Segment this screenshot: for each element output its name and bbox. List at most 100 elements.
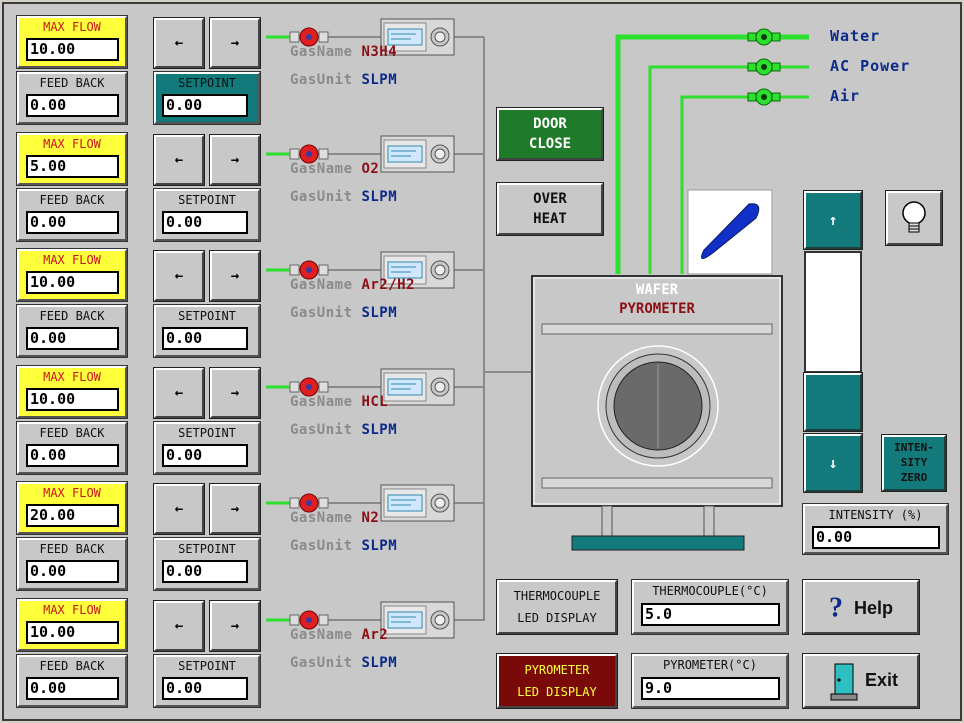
- max-flow-input[interactable]: 5.00: [26, 155, 119, 178]
- arrow-left-icon: ←: [174, 152, 184, 168]
- setpoint-decrease-button[interactable]: ←: [153, 250, 205, 302]
- setpoint-input[interactable]: 0.00: [162, 444, 248, 467]
- exit-label: Exit: [865, 670, 899, 690]
- setpoint-increase-button[interactable]: →: [209, 367, 261, 419]
- feedback-panel: FEED BACK 0.00: [16, 304, 128, 358]
- max-flow-input[interactable]: 10.00: [26, 388, 119, 411]
- gas-unit-text: GasUnit SLPM: [290, 189, 397, 205]
- arrow-down-icon: ↓: [828, 454, 838, 472]
- gas-name-value: Ar2: [361, 627, 389, 643]
- intensity-zero-button[interactable]: INTEN- SITY ZERO: [881, 434, 947, 492]
- feedback-value: 0.00: [26, 677, 119, 700]
- setpoint-input[interactable]: 0.00: [162, 211, 248, 234]
- intensity-panel: INTENSITY (%) 0.00: [802, 503, 949, 555]
- gas-name-value: HCL: [361, 394, 389, 410]
- setpoint-decrease-button[interactable]: ←: [153, 600, 205, 652]
- setpoint-input[interactable]: 0.00: [162, 677, 248, 700]
- setpoint-decrease-button[interactable]: ←: [153, 134, 205, 186]
- mass-flow-controller-icon: [380, 484, 455, 522]
- over-heat-line1: OVER: [533, 191, 567, 207]
- piping-diagram: [483, 28, 809, 621]
- lamp-button[interactable]: [885, 190, 943, 246]
- help-icon: ?: [828, 592, 843, 624]
- help-button[interactable]: ? Help: [802, 579, 920, 635]
- intensity-up-button[interactable]: ↑: [803, 190, 863, 250]
- setpoint-panel: SETPOINT 0.00: [153, 421, 261, 475]
- arrow-left-icon: ←: [174, 268, 184, 284]
- intensity-slider-thumb[interactable]: [803, 372, 863, 432]
- gas-unit-key: GasUnit: [290, 72, 353, 88]
- feedback-label: FEED BACK: [39, 426, 105, 440]
- gas-unit-value: SLPM: [361, 189, 398, 205]
- arrow-left-icon: ←: [174, 35, 184, 51]
- gas-unit-key: GasUnit: [290, 422, 353, 438]
- arrow-left-icon: ←: [174, 385, 184, 401]
- setpoint-decrease-button[interactable]: ←: [153, 367, 205, 419]
- setpoint-increase-button[interactable]: →: [209, 600, 261, 652]
- pyrometer-value: 9.0: [641, 677, 780, 700]
- exit-button[interactable]: Exit: [802, 653, 920, 709]
- feedback-panel: FEED BACK 0.00: [16, 654, 128, 708]
- setpoint-input[interactable]: 0.00: [162, 94, 248, 117]
- pyrometer-led-line1: PYROMETER: [524, 663, 590, 677]
- feedback-panel: FEED BACK 0.00: [16, 188, 128, 242]
- gas-name-value: O2: [361, 161, 380, 177]
- intensity-slider-track[interactable]: [804, 251, 862, 373]
- feedback-label: FEED BACK: [39, 193, 105, 207]
- max-flow-label: MAX FLOW: [43, 603, 101, 617]
- valve-icon: [289, 260, 329, 280]
- feedback-panel: FEED BACK 0.00: [16, 71, 128, 125]
- setpoint-decrease-button[interactable]: ←: [153, 17, 205, 69]
- gas-name-key: GasName: [290, 161, 353, 177]
- max-flow-panel: MAX FLOW 10.00: [16, 248, 128, 302]
- arrow-right-icon: →: [230, 501, 240, 517]
- wafer-label: WAFER: [635, 282, 679, 298]
- max-flow-input[interactable]: 10.00: [26, 621, 119, 644]
- setpoint-panel: SETPOINT 0.00: [153, 188, 261, 242]
- setpoint-increase-button[interactable]: →: [209, 134, 261, 186]
- setpoint-input[interactable]: 0.00: [162, 327, 248, 350]
- max-flow-input[interactable]: 10.00: [26, 271, 119, 294]
- setpoint-label: SETPOINT: [178, 659, 236, 673]
- thermocouple-led-display-button[interactable]: THERMOCOUPLE LED DISPLAY: [496, 579, 618, 635]
- max-flow-input[interactable]: 10.00: [26, 38, 119, 61]
- gas-unit-text: GasUnit SLPM: [290, 538, 397, 554]
- pyrometer-label: PYROMETER: [619, 301, 695, 317]
- mass-flow-controller-icon: [380, 601, 455, 639]
- pyrometer-led-line2: LED DISPLAY: [517, 685, 597, 699]
- gas-name-text: GasName O2: [290, 161, 379, 177]
- setpoint-increase-button[interactable]: →: [209, 250, 261, 302]
- valve-icon: [289, 144, 329, 164]
- mass-flow-controller-icon: [380, 18, 455, 56]
- arrow-left-icon: ←: [174, 618, 184, 634]
- max-flow-panel: MAX FLOW 10.00: [16, 365, 128, 419]
- gas-name-key: GasName: [290, 627, 353, 643]
- intensity-down-button[interactable]: ↓: [803, 433, 863, 493]
- arrow-right-icon: →: [230, 35, 240, 51]
- gas-unit-key: GasUnit: [290, 305, 353, 321]
- door-close-line1: DOOR: [533, 116, 567, 132]
- arrow-up-icon: ↑: [828, 211, 838, 229]
- valve-icon: [289, 377, 329, 397]
- gas-line: [266, 135, 484, 173]
- max-flow-label: MAX FLOW: [43, 20, 101, 34]
- fan-icon: [687, 189, 773, 275]
- setpoint-label: SETPOINT: [178, 426, 236, 440]
- intensity-zero-line3: ZERO: [900, 471, 928, 484]
- pyrometer-led-display-button[interactable]: PYROMETER LED DISPLAY: [496, 653, 618, 709]
- door-close-button[interactable]: DOOR CLOSE: [496, 107, 604, 161]
- valve-icon: [289, 27, 329, 47]
- setpoint-increase-button[interactable]: →: [209, 483, 261, 535]
- feedback-panel: FEED BACK 0.00: [16, 421, 128, 475]
- arrow-left-icon: ←: [174, 501, 184, 517]
- max-flow-input[interactable]: 20.00: [26, 504, 119, 527]
- gas-unit-value: SLPM: [361, 72, 398, 88]
- arrow-right-icon: →: [230, 268, 240, 284]
- setpoint-decrease-button[interactable]: ←: [153, 483, 205, 535]
- utility-label-air: Air: [830, 87, 861, 105]
- gas-name-key: GasName: [290, 510, 353, 526]
- setpoint-panel: SETPOINT 0.00: [153, 71, 261, 125]
- setpoint-input[interactable]: 0.00: [162, 560, 248, 583]
- setpoint-increase-button[interactable]: →: [209, 17, 261, 69]
